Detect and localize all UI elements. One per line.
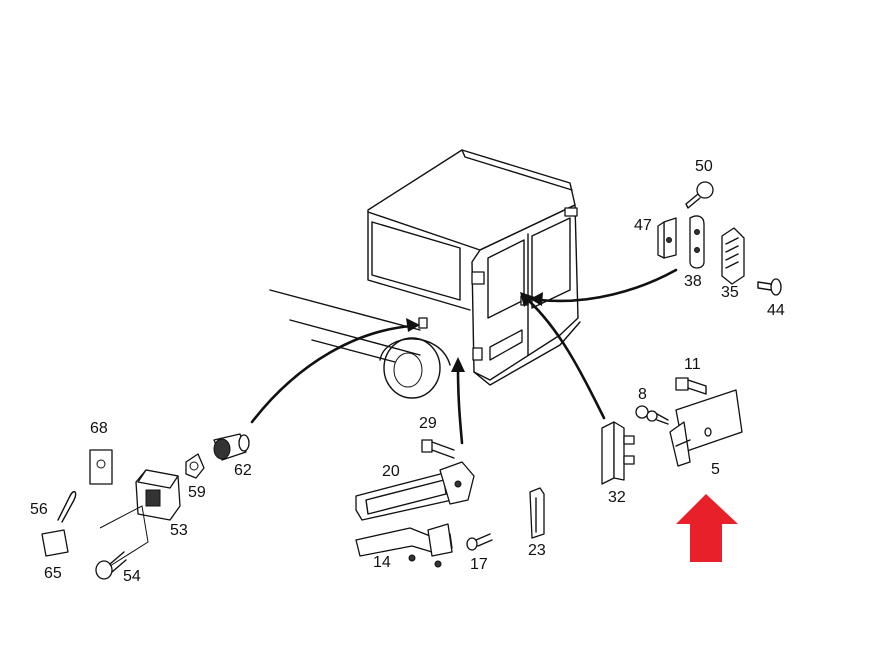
part-23-strip — [529, 487, 545, 539]
part-53-lock-housing — [135, 469, 181, 521]
part-35-handle — [721, 227, 745, 285]
part-29-bolt — [421, 439, 455, 459]
part-20-check-strap — [355, 461, 475, 521]
leader-lines-53 — [99, 505, 149, 567]
callout-47: 47 — [634, 217, 652, 234]
callout-62: 62 — [234, 462, 252, 479]
part-65-cap — [41, 529, 69, 557]
highlight-arrow — [676, 494, 738, 562]
callout-68: 68 — [90, 420, 108, 437]
part-11-bolt — [675, 377, 707, 395]
callout-14: 14 — [373, 554, 391, 571]
callout-23: 23 — [528, 542, 546, 559]
callout-17: 17 — [470, 556, 488, 573]
part-17-screw — [466, 533, 493, 551]
van-illustration — [269, 149, 581, 399]
part-59-clip — [185, 453, 205, 479]
callout-8: 8 — [638, 386, 647, 403]
callout-53: 53 — [170, 522, 188, 539]
callout-11: 11 — [684, 356, 701, 373]
callout-65: 65 — [44, 565, 62, 582]
part-56-split-pin — [57, 490, 77, 523]
callout-50: 50 — [695, 158, 713, 175]
callout-56: 56 — [30, 501, 48, 518]
part-62-lock-cylinder — [213, 433, 250, 461]
part-54-screw — [95, 551, 127, 580]
part-68-plate — [89, 449, 113, 485]
part-32-catch — [601, 421, 635, 485]
callout-20: 20 — [382, 463, 400, 480]
callout-29: 29 — [419, 415, 437, 432]
callout-32: 32 — [608, 489, 626, 506]
callout-38: 38 — [684, 273, 702, 290]
callout-54: 54 — [123, 568, 141, 585]
part-14-hinge-arm — [355, 523, 453, 568]
part-5-hinge — [669, 389, 743, 467]
part-47-bracket — [657, 217, 677, 259]
part-44-screw — [757, 278, 782, 296]
callout-5: 5 — [711, 461, 720, 478]
callout-35: 35 — [721, 284, 739, 301]
callout-44: 44 — [767, 302, 785, 319]
callout-59: 59 — [188, 484, 206, 501]
part-8-screw — [635, 405, 669, 425]
part-38-plate — [689, 215, 705, 269]
part-50-bolt — [685, 181, 714, 209]
callout-arrows — [250, 268, 678, 445]
